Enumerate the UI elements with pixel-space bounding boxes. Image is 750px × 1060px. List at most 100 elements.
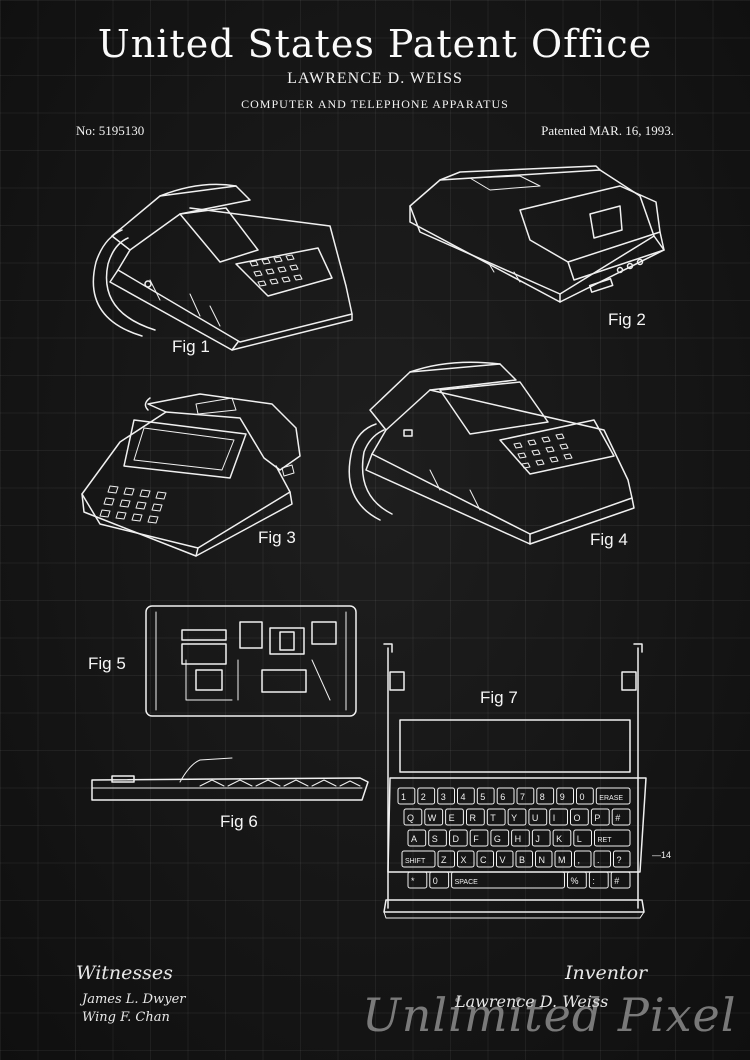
key-outline: [476, 850, 494, 868]
key-outline: [429, 871, 450, 889]
key-label: R: [470, 813, 477, 823]
key-outline: [590, 808, 610, 826]
witness-signature-2: Wing F. Chan: [82, 1010, 170, 1025]
key-outline: [536, 787, 555, 805]
key-label: :: [592, 876, 595, 886]
key-outline: [611, 808, 631, 826]
key-outline: [595, 787, 631, 805]
key-label: B: [519, 855, 525, 865]
key-label: P: [594, 813, 600, 823]
key-label: S: [432, 834, 438, 844]
key-outline: [457, 850, 475, 868]
key-outline: [466, 808, 485, 826]
key-label: 0: [580, 792, 585, 802]
key-outline: [490, 829, 510, 847]
key-label: .: [597, 855, 600, 865]
key-label: #: [615, 813, 620, 823]
inventor-name: LAWRENCE D. WEISS: [287, 70, 463, 87]
key-label: SPACE: [455, 879, 479, 886]
patent-number: No: 5195130: [76, 123, 145, 138]
inventor-signature: Lawrence D. Weiss: [455, 992, 609, 1011]
key-label: H: [515, 834, 522, 844]
key-outline: [407, 871, 428, 889]
key-outline: [549, 808, 569, 826]
key-label: E: [449, 813, 455, 823]
key-label: 6: [500, 792, 505, 802]
key-label: W: [428, 813, 437, 823]
key-label: 5: [480, 792, 485, 802]
fig6-side-drawing: [91, 757, 369, 801]
key-label: X: [461, 855, 467, 865]
key-outline: [449, 829, 468, 847]
keyboard-ref-number: —14: [652, 850, 671, 860]
key-outline: [535, 850, 553, 868]
key-outline: [476, 787, 495, 805]
key-label: I: [553, 813, 556, 823]
key-label: M: [558, 855, 566, 865]
fig3-label: Fig 3: [258, 528, 296, 547]
key-outline: [552, 829, 572, 847]
key-outline: [574, 850, 592, 868]
key-outline: [437, 787, 456, 805]
key-outline: [486, 808, 506, 826]
key-label: J: [535, 834, 540, 844]
fig7-label: Fig 7: [480, 688, 518, 707]
key-outline: [469, 829, 489, 847]
key-outline: [507, 808, 527, 826]
key-outline: [407, 829, 427, 847]
key-label: 0: [433, 876, 438, 886]
key-outline: [496, 850, 514, 868]
key-label: #: [614, 876, 619, 886]
key-outline: [401, 850, 436, 868]
key-label: F: [473, 834, 479, 844]
fig5-label: Fig 5: [88, 654, 126, 673]
key-label: *: [411, 876, 415, 886]
key-outline: [588, 871, 609, 889]
key-outline: [496, 787, 515, 805]
key-label: Y: [511, 813, 517, 823]
key-label: A: [411, 834, 417, 844]
fig3-phone-drawing: [81, 393, 301, 557]
key-label: RET: [598, 837, 613, 844]
invention-title: COMPUTER AND TELEPHONE APPARATUS: [241, 97, 509, 111]
key-label: 3: [441, 792, 446, 802]
key-label: ERASE: [599, 795, 623, 802]
inventor-heading: Inventor: [565, 962, 648, 984]
key-outline: [516, 787, 535, 805]
key-outline: [451, 871, 566, 889]
key-label: Z: [441, 855, 447, 865]
fig4-phone-drawing: [348, 361, 635, 545]
key-outline: [417, 787, 436, 805]
key-outline: [528, 808, 548, 826]
key-outline: [515, 850, 533, 868]
witnesses-heading: Witnesses: [76, 962, 173, 984]
key-label: O: [574, 813, 581, 823]
key-label: 1: [401, 792, 406, 802]
key-label: N: [539, 855, 546, 865]
patent-date: Patented MAR. 16, 1993.: [541, 123, 674, 138]
key-label: %: [571, 876, 579, 886]
key-outline: [556, 787, 575, 805]
key-outline: [437, 850, 455, 868]
key-label: 7: [520, 792, 525, 802]
fig2-phone-drawing: [409, 165, 665, 303]
key-outline: [397, 787, 416, 805]
fig5-board-drawing: [145, 605, 357, 717]
key-outline: [445, 808, 464, 826]
key-label: T: [490, 813, 496, 823]
key-label: Q: [407, 813, 414, 823]
key-label: 4: [461, 792, 466, 802]
key-outline: [511, 829, 530, 847]
fig7-keyboard-drawing: [383, 643, 647, 919]
key-label: K: [556, 834, 562, 844]
key-outline: [573, 829, 592, 847]
key-outline: [593, 850, 611, 868]
key-label: 9: [560, 792, 565, 802]
watermark: Unlimited Pixel: [362, 988, 737, 1042]
key-label: ?: [617, 855, 622, 865]
key-outline: [428, 829, 447, 847]
key-outline: [403, 808, 423, 826]
key-label: C: [480, 855, 487, 865]
